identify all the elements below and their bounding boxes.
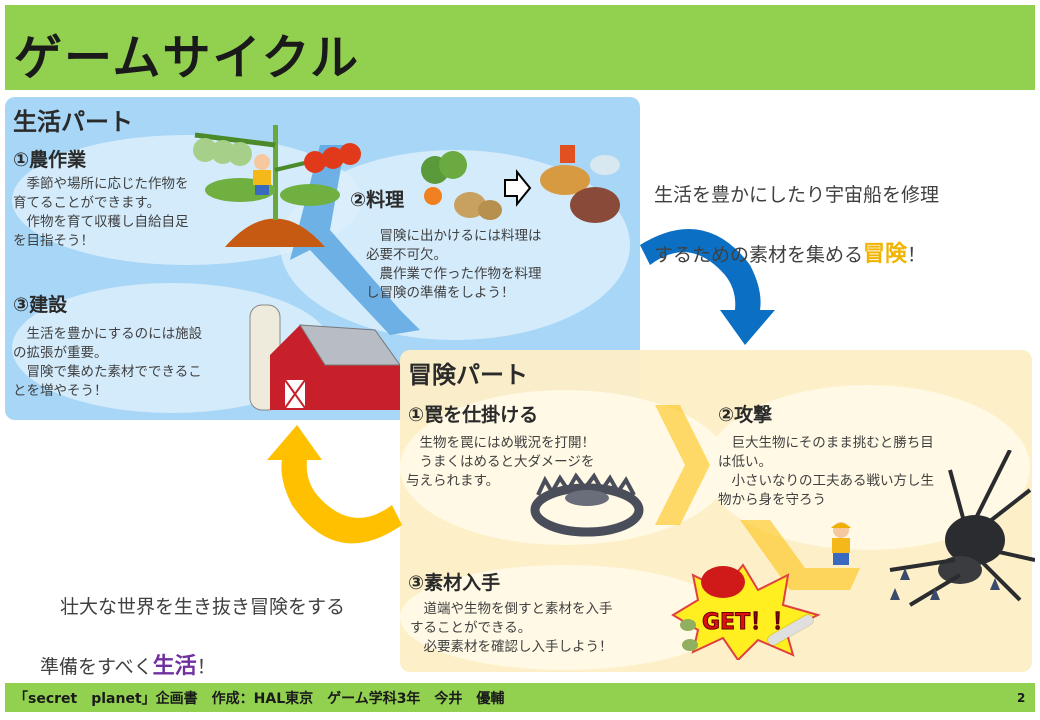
trap-title: ①罠を仕掛ける bbox=[408, 404, 539, 426]
caption-line: 生活を豊かにしたり宇宙船を修理 bbox=[654, 184, 940, 206]
yellow-flow-arrow-icon bbox=[655, 405, 860, 590]
material-title: ③素材入手 bbox=[408, 572, 501, 594]
bear-trap-icon bbox=[530, 472, 644, 537]
cooking-ingredients-icon bbox=[421, 145, 620, 223]
caption-line: するための素材を集める bbox=[654, 244, 864, 266]
cooking-title: ②料理 bbox=[350, 189, 405, 211]
building-title: ③建設 bbox=[13, 294, 68, 316]
cooking-text: 冒険に出かけるには料理は 必要不可欠。 農作業で作った作物を料理 し冒険の準備を… bbox=[366, 228, 542, 301]
blue-cycle-arrow-icon bbox=[640, 229, 775, 345]
get-label: GET！！ bbox=[701, 610, 795, 636]
page-title: ゲームサイクル bbox=[14, 30, 361, 86]
caption-end: ！ bbox=[196, 656, 216, 678]
giant-spider-icon bbox=[889, 450, 1035, 607]
yellow-cycle-arrow-icon bbox=[267, 425, 402, 544]
adventure-part-heading: 冒険パート bbox=[408, 361, 528, 389]
explorer-character-icon bbox=[831, 522, 851, 565]
get-material-burst-icon bbox=[671, 563, 821, 660]
attack-text: 巨大生物にそのまま挑むと勝ち目 は低い。 小さいなりの工夫ある戦い方し生 物から… bbox=[718, 435, 934, 508]
caption-end: ！ bbox=[907, 244, 927, 266]
barn-icon bbox=[249, 304, 401, 411]
to-life-caption: 壮大な世界を生き抜き冒険をする 準備をすべく生活！ bbox=[40, 562, 345, 682]
to-adventure-caption: 生活を豊かにしたり宇宙船を修理 するための素材を集める冒険！ bbox=[654, 150, 939, 270]
material-text: 道端や生物を倒すと素材を入手 することができる。 必要素材を確認し入手しよう！ bbox=[410, 601, 613, 655]
farming-title: ①農作業 bbox=[13, 149, 87, 171]
life-part-heading: 生活パート bbox=[13, 108, 133, 136]
footer-credit: 「secret planet」企画書 作成：HAL東京 ゲーム学科3年 今井 優… bbox=[14, 691, 505, 707]
trap-text: 生物を罠にはめ戦況を打開！ うまくはめると大ダメージを 与えられます。 bbox=[406, 435, 595, 489]
bubble bbox=[400, 565, 730, 670]
title-bar bbox=[5, 5, 1035, 90]
building-text: 生活を豊かにするのには施設 の拡張が重要。 冒険で集めた素材でできるこ とを増や… bbox=[13, 326, 203, 399]
caption-line: 準備をすべく bbox=[40, 656, 153, 678]
attack-title: ②攻撃 bbox=[718, 404, 773, 426]
footer-bar bbox=[5, 683, 1035, 712]
farm-plant-icon bbox=[193, 125, 361, 247]
farming-text: 季節や場所に応じた作物を 育てることができます。 作物を育て収穫し自給自足 を目… bbox=[13, 176, 189, 249]
life-highlight: 生活 bbox=[152, 654, 197, 679]
caption-line: 壮大な世界を生き抜き冒険をする bbox=[60, 596, 346, 618]
adventure-highlight: 冒険 bbox=[863, 242, 908, 267]
page-number: 2 bbox=[1017, 691, 1026, 705]
